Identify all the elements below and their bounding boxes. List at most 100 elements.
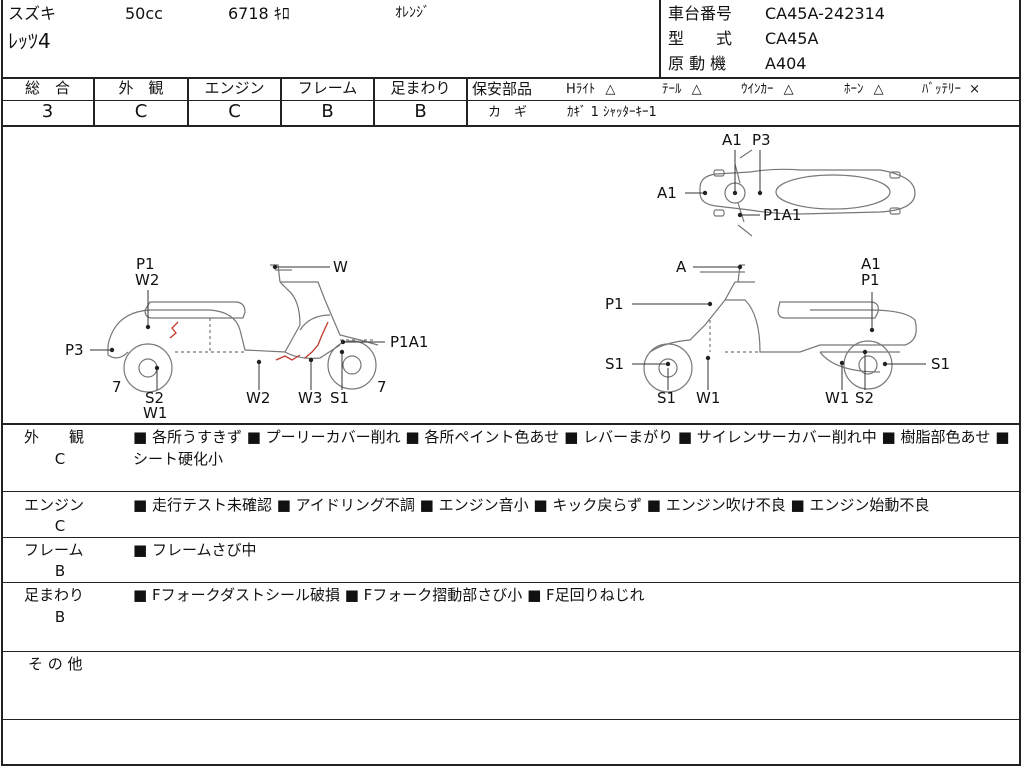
detail-divider bbox=[1, 719, 1021, 720]
scooter-left-view bbox=[107, 264, 379, 393]
label-left-s2: S2 bbox=[145, 389, 165, 407]
label-right-s1-bottom: S1 bbox=[657, 389, 677, 407]
safety-item-mark: △ bbox=[605, 82, 616, 97]
damage-marks bbox=[169, 321, 329, 361]
label-right-p1-left: P1 bbox=[605, 295, 624, 313]
displacement: 50cc bbox=[125, 4, 163, 23]
label-right-a1: A1 bbox=[861, 255, 881, 273]
header-divider bbox=[659, 0, 661, 77]
detail-suspension-grade: B bbox=[54, 608, 66, 626]
grade-exterior-label: 外 観 bbox=[118, 79, 164, 97]
label-left-p3: P3 bbox=[65, 341, 84, 359]
label-left-7-left: 7 bbox=[112, 378, 122, 396]
label-right-w1-b: W1 bbox=[825, 389, 850, 407]
maker: スズキ bbox=[8, 4, 57, 23]
label-right-s2: S2 bbox=[855, 389, 875, 407]
grade-frame-label: フレーム bbox=[297, 79, 358, 97]
detail-exterior-category: 外 観 bbox=[24, 428, 85, 446]
grade-suspension-label: 足まわり bbox=[390, 79, 451, 97]
damage-diagram bbox=[90, 149, 926, 393]
grade-divider bbox=[466, 77, 468, 125]
label-right-p1: P1 bbox=[861, 271, 880, 289]
safety-item-name: ﾃｰﾙ bbox=[662, 82, 682, 97]
label-left-7-right: 7 bbox=[377, 378, 387, 396]
header-bottom-line bbox=[1, 77, 1021, 79]
safety-item-name: ﾎｰﾝ bbox=[844, 82, 864, 97]
safety-item-battery: ﾊﾞｯﾃﾘｰ × bbox=[922, 83, 980, 96]
engine-model-label: 原 動 機 bbox=[668, 54, 727, 73]
detail-exterior-grade: C bbox=[54, 450, 66, 468]
label-right-a: A bbox=[676, 258, 687, 276]
grade-engine-value: C bbox=[228, 101, 241, 122]
grade-divider bbox=[280, 77, 282, 125]
point-dots bbox=[109, 190, 888, 371]
safety-item-mark: △ bbox=[873, 82, 884, 97]
label-left-w: W bbox=[333, 258, 348, 276]
label-top-p1a1: P1A1 bbox=[763, 206, 802, 224]
safety-item-tail: ﾃｰﾙ △ bbox=[662, 83, 702, 96]
scooter-right-view bbox=[643, 264, 917, 393]
type-value: CA45A bbox=[765, 29, 819, 48]
safety-item-winker: ｳｲﾝｶｰ △ bbox=[741, 83, 794, 96]
detail-suspension-text: ■ Fフォークダストシール破損 ■ Fフォーク摺動部さび小 ■ F足回りねじれ bbox=[133, 586, 645, 604]
key-label: カ ギ bbox=[488, 105, 528, 120]
grade-overall-value: 3 bbox=[41, 101, 54, 122]
label-left-w2: W2 bbox=[246, 389, 271, 407]
grade-divider bbox=[373, 77, 375, 125]
grade-divider bbox=[187, 77, 189, 125]
detail-divider bbox=[1, 491, 1021, 492]
frame-no-value: CA45A-242314 bbox=[765, 4, 885, 23]
label-top-a1: A1 bbox=[722, 131, 742, 149]
detail-divider bbox=[1, 537, 1021, 538]
safety-item-name: Hﾗｲﾄ bbox=[566, 82, 596, 97]
diagram-bottom-line bbox=[1, 423, 1021, 425]
engine-model-value: A404 bbox=[765, 54, 807, 73]
type-label: 型 式 bbox=[668, 29, 733, 48]
frame-no-label: 車台番号 bbox=[668, 4, 733, 23]
label-top-a1-left: A1 bbox=[657, 184, 677, 202]
detail-divider bbox=[1, 651, 1021, 652]
safety-item-mark: × bbox=[969, 82, 981, 97]
detail-engine-grade: C bbox=[54, 517, 66, 535]
grade-engine-label: エンジン bbox=[204, 79, 265, 97]
label-left-w2-top: W2 bbox=[135, 271, 160, 289]
label-left-s1: S1 bbox=[330, 389, 350, 407]
detail-frame-category: フレーム bbox=[24, 541, 84, 559]
label-right-s1-left: S1 bbox=[605, 355, 625, 373]
detail-frame-text: ■ フレームさび中 bbox=[133, 541, 257, 559]
safety-item-mark: △ bbox=[691, 82, 702, 97]
detail-frame-grade: B bbox=[54, 562, 66, 580]
safety-item-name: ｳｲﾝｶｰ bbox=[741, 82, 774, 97]
safety-item-headlight: Hﾗｲﾄ △ bbox=[566, 83, 615, 96]
label-leaders bbox=[90, 150, 926, 390]
label-right-s1-right: S1 bbox=[931, 355, 951, 373]
detail-engine-text: ■ 走行テスト未確認 ■ アイドリング不調 ■ エンジン音小 ■ キック戻らず … bbox=[133, 496, 930, 514]
safety-label: 保安部品 bbox=[472, 80, 533, 98]
label-top-p3: P3 bbox=[752, 131, 771, 149]
label-left-p1: P1 bbox=[136, 255, 155, 273]
detail-divider bbox=[1, 582, 1021, 583]
label-left-w3: W3 bbox=[298, 389, 323, 407]
grade-frame-value: B bbox=[321, 101, 334, 122]
detail-engine-category: エンジン bbox=[24, 496, 85, 514]
label-left-w1: W1 bbox=[143, 404, 168, 422]
grade-bottom-line bbox=[1, 125, 1021, 127]
detail-other-category: そ の 他 bbox=[28, 655, 83, 673]
label-left-p1a1: P1A1 bbox=[390, 333, 429, 351]
grade-suspension-value: B bbox=[414, 101, 427, 122]
grade-overall-label: 総 合 bbox=[24, 79, 70, 97]
mileage: 6718 ｷﾛ bbox=[228, 4, 290, 23]
grade-exterior-value: C bbox=[134, 101, 148, 122]
detail-suspension-category: 足まわり bbox=[24, 586, 85, 604]
color: ｵﾚﾝｼﾞ bbox=[395, 5, 430, 21]
grade-divider bbox=[93, 77, 95, 125]
scooter-top-view bbox=[699, 149, 916, 237]
safety-item-horn: ﾎｰﾝ △ bbox=[844, 83, 884, 96]
key-value: ｶｷﾞ 1 ｼｬｯﾀｰｷｰ1 bbox=[567, 105, 657, 120]
label-right-w1-a: W1 bbox=[696, 389, 721, 407]
grade-midline bbox=[1, 100, 1021, 101]
detail-exterior-text: ■ 各所うすきず ■ プーリーカバー削れ ■ 各所ペイント色あせ ■ レバーまが… bbox=[133, 428, 1010, 468]
safety-item-name: ﾊﾞｯﾃﾘｰ bbox=[922, 82, 961, 97]
